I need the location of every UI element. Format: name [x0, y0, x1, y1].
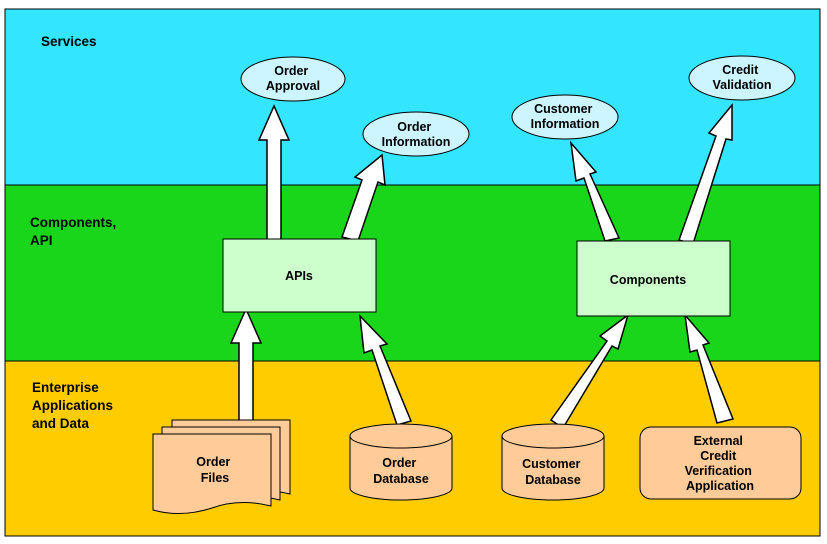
svg-text:Customer Information: Customer Information [531, 102, 600, 131]
arrow-apis-to-order-information [341, 153, 386, 242]
svg-text:Components: Components [610, 273, 686, 287]
components-layer-label: Components, API [30, 215, 120, 248]
services-layer-label: Services [41, 34, 97, 49]
order-database-label: Order Database [373, 456, 429, 486]
customer-database-icon [501, 423, 605, 501]
svg-text:APIs: APIs [285, 269, 313, 283]
svg-text:External Credit Ve: External Credit Verification Application [685, 434, 756, 493]
external-credit-app: External Credit Verification Application [639, 426, 802, 500]
arrow-apis-to-order-approval [257, 104, 291, 241]
customer-database-label: Customer Database [522, 457, 584, 487]
arrow-customer-database-to-components [549, 313, 630, 430]
arrow-components-to-customer-information [569, 140, 621, 242]
svg-text:Credit Validation: Credit Validation [712, 63, 771, 92]
apis-box: APIs [222, 238, 377, 313]
svg-text:Order Information: Order Information [382, 120, 451, 149]
components-box: Components [576, 240, 731, 317]
arrow-order-database-to-apis [359, 313, 413, 426]
service-order-approval: Order Approval [240, 56, 346, 102]
order-files-icon [152, 419, 291, 514]
service-customer-information: Customer Information [511, 94, 619, 140]
arrow-order-files-to-apis [229, 307, 263, 431]
services-layer [4, 8, 821, 186]
service-credit-validation: Credit Validation [688, 55, 796, 101]
order-files-label: Order Files [196, 455, 234, 485]
arrow-external-app-to-components [683, 312, 735, 424]
order-database-icon [349, 423, 453, 501]
enterprise-layer-label: Enterprise Applications and Data [32, 380, 117, 431]
arrow-components-to-credit-validation [678, 102, 733, 245]
service-order-information: Order Information [362, 111, 470, 157]
arrows [229, 102, 735, 431]
svg-text:Order Approval: Order Approval [266, 64, 320, 93]
